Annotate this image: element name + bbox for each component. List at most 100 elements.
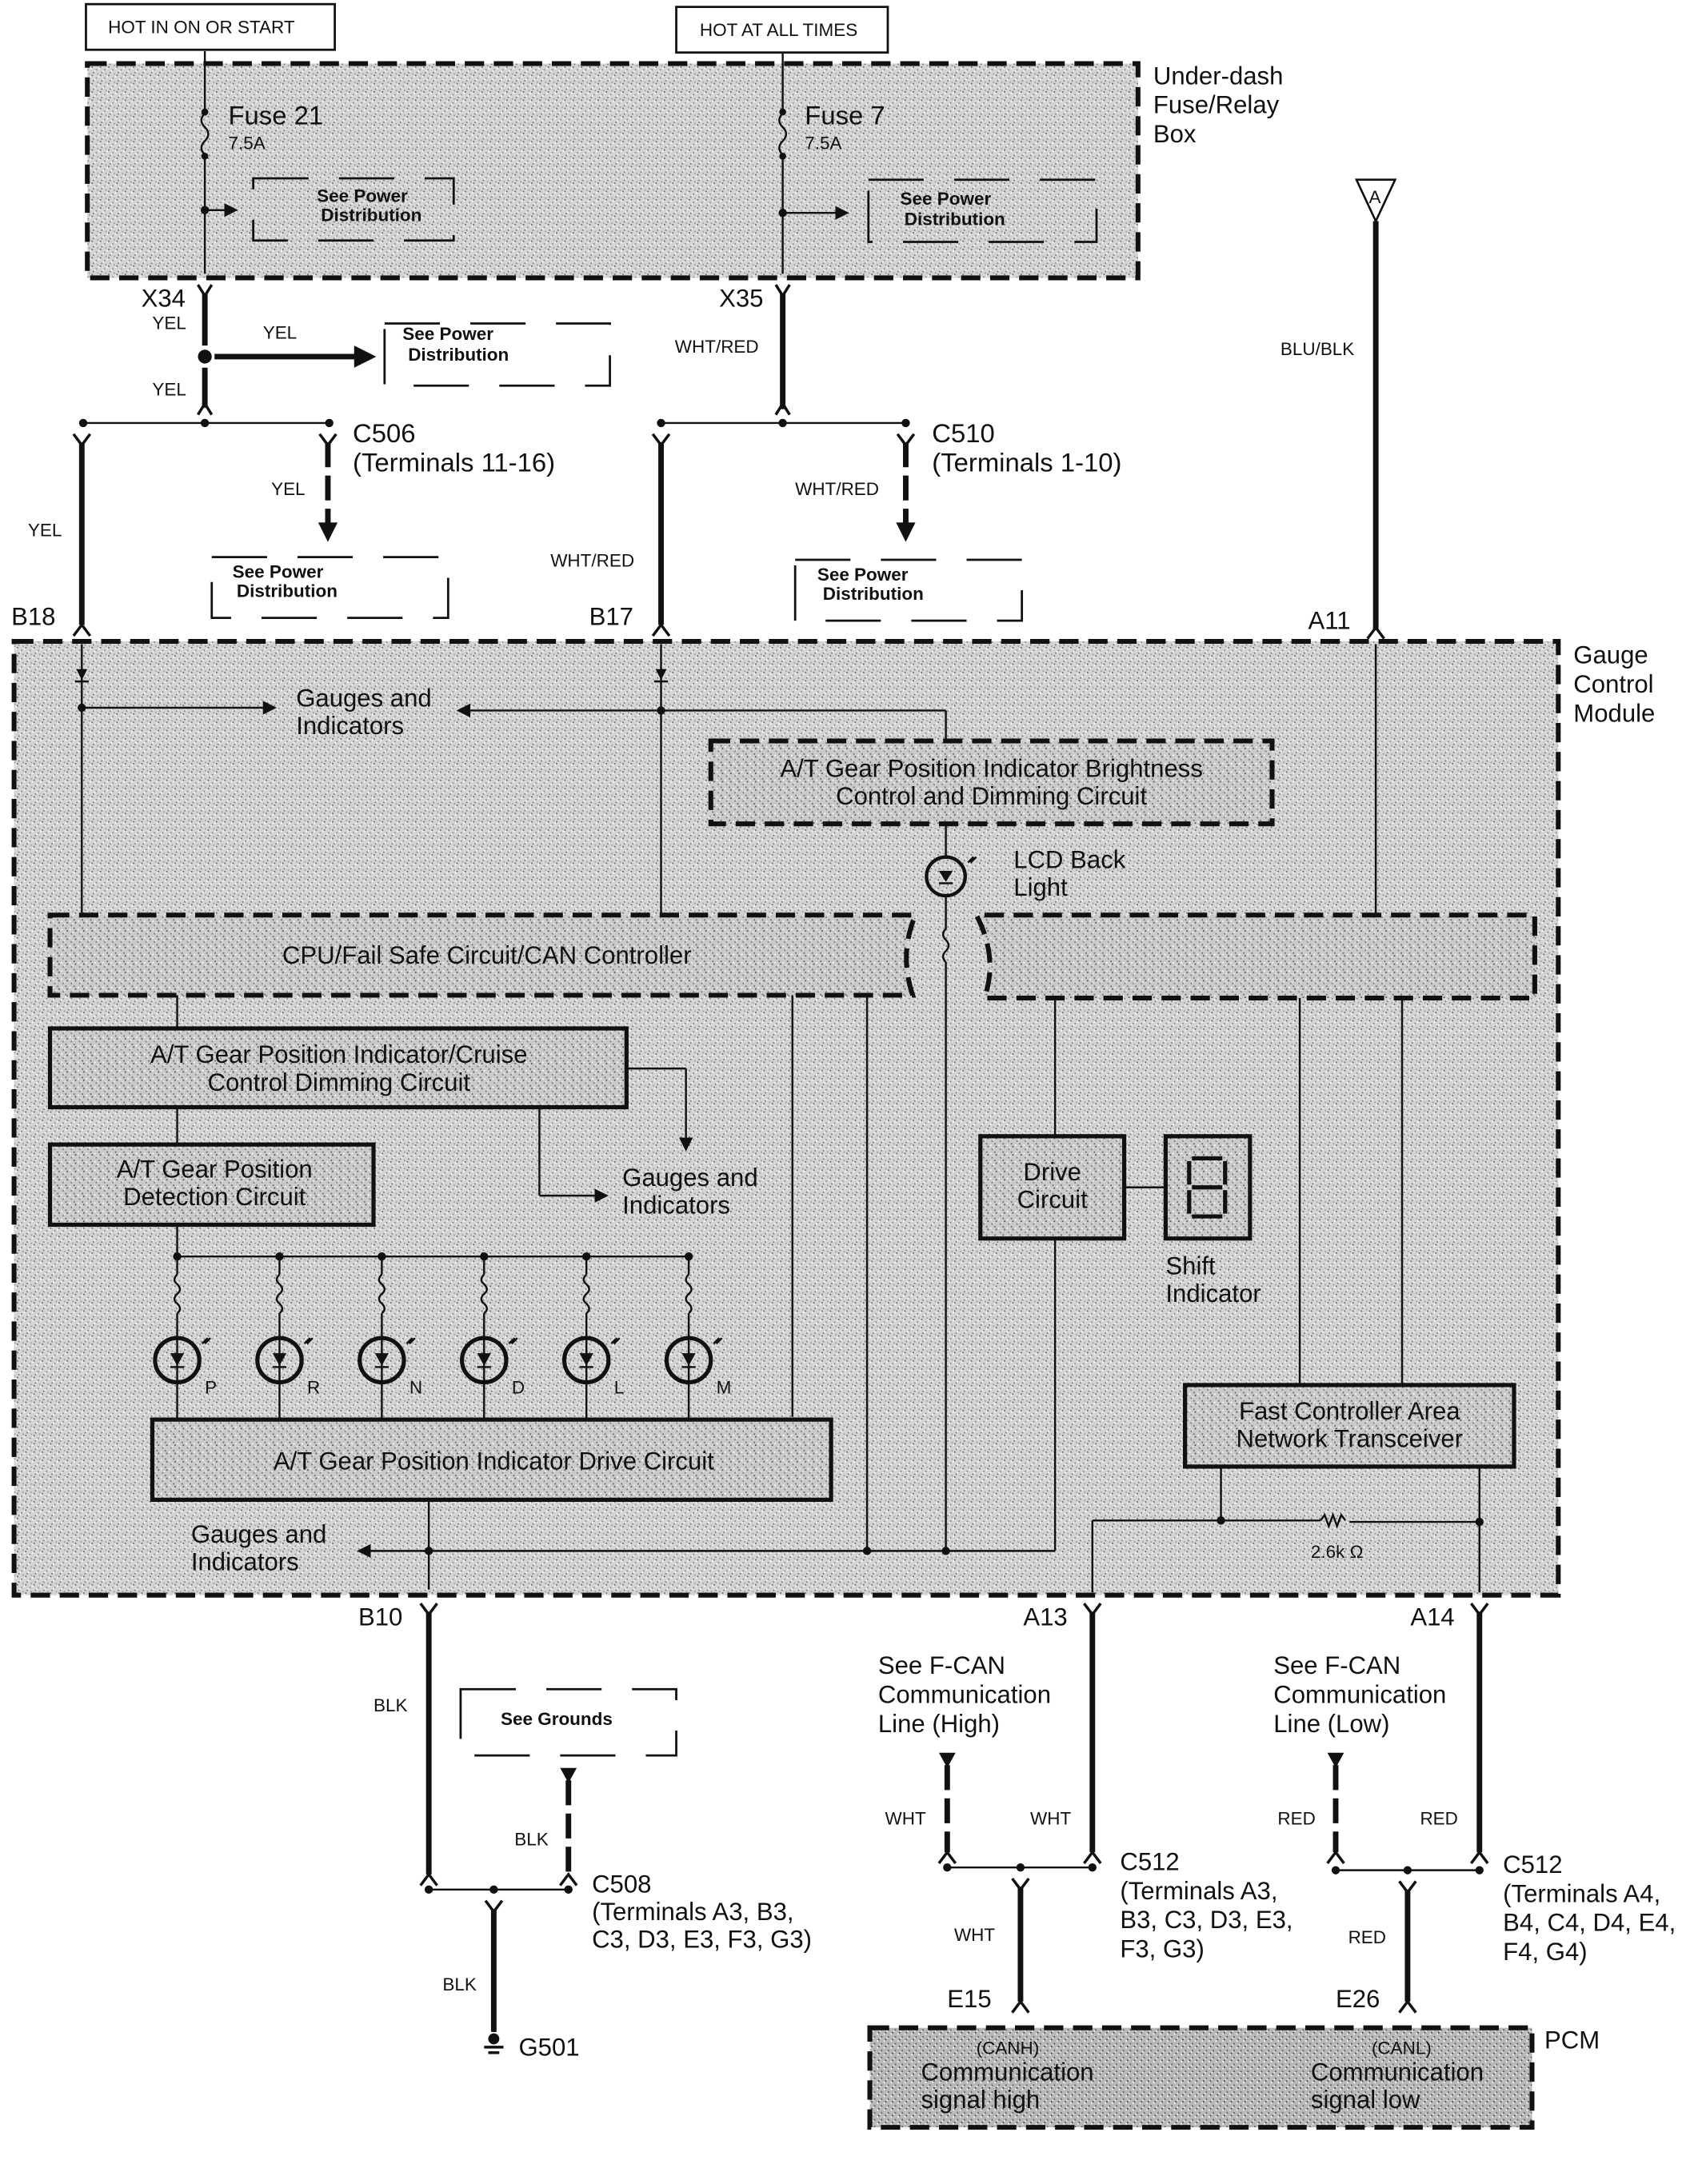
connector-male-icon [197, 401, 214, 416]
ref-label: Distribution [905, 210, 1005, 230]
module-name: Gauge [1573, 641, 1648, 669]
gear-letter: D [512, 1377, 525, 1397]
terminal-b18: B18 [11, 602, 92, 637]
off-page-connector-a[interactable]: A BLU/BLK [1280, 178, 1397, 629]
ref-label: Line (High) [878, 1710, 1000, 1738]
block-label: A/T Gear Position Indicator Brightness [780, 754, 1203, 782]
power-source-hot-at-all-times: HOT AT ALL TIMES [675, 6, 889, 54]
fuse-icon [200, 112, 210, 156]
connector-terminals: (Terminals A3, [1120, 1877, 1277, 1905]
arrow-icon [938, 1752, 956, 1768]
block-label: Drive [1023, 1158, 1081, 1186]
connector-male-icon [1326, 1850, 1345, 1865]
ref-label: See Power [233, 562, 324, 582]
wire-color-label: WHT [1030, 1809, 1071, 1829]
block-label: Control and Dimming Circuit [836, 782, 1147, 810]
arrow-icon [896, 522, 916, 542]
wire-color-label: YEL [152, 313, 186, 333]
connector-x35: X35 WHT/RED [675, 284, 791, 416]
power-source-hot-in-on-start: HOT IN ON OR START [85, 2, 336, 51]
connector-male-icon [558, 1871, 578, 1887]
wire-color-label: BLK [514, 1830, 548, 1850]
light-rays-icon [610, 1337, 621, 1344]
arrow-icon [318, 522, 338, 542]
connector-c510: C510 (Terminals 1-10) WHT/RED WHT/RED [550, 418, 1121, 625]
ref-label: See F-CAN [1273, 1651, 1400, 1679]
pcm-signal-label: Communication [921, 2058, 1093, 2086]
terminal-a13: A13 WHT [1023, 1603, 1102, 1865]
ref-label: See Power [901, 189, 992, 209]
ref-label: See F-CAN [878, 1651, 1005, 1679]
gear-letter: N [410, 1377, 422, 1397]
light-rays-icon [508, 1337, 518, 1344]
gauges-label: Gauges and [622, 1164, 758, 1192]
connector-label: C512 [1120, 1848, 1179, 1876]
light-rays-icon [967, 856, 977, 864]
see-fcan-low-ref[interactable]: See F-CAN Communication Line (Low) [1273, 1651, 1446, 1738]
gauges-label: Indicators [622, 1192, 730, 1220]
internal-wiring-middle [176, 995, 1404, 1551]
ref-label: See Power [317, 186, 408, 206]
block-label: A/T Gear Position Indicator Drive Circui… [274, 1447, 714, 1475]
wire-color-label: RED [1348, 1927, 1386, 1947]
resistor-value: 2.6k Ω [1311, 1542, 1364, 1562]
wire-color-label: BLK [442, 1974, 476, 1994]
gauges-indicators-label: Gauges and Indicators [296, 684, 432, 740]
connector-male-icon [72, 622, 92, 637]
ref-label: Distribution [237, 581, 338, 601]
arrow-icon [594, 1188, 609, 1203]
connector-male-icon [1398, 1998, 1417, 2014]
wire-color-label: YEL [28, 521, 62, 541]
connector-terminals: (Terminals 1-10) [932, 447, 1121, 477]
light-rays-icon [713, 1337, 723, 1344]
fuse-21: Fuse 21 7.5A [200, 50, 324, 274]
gear-led-p: P [153, 1252, 217, 1420]
gear-led-n: N [358, 1252, 422, 1420]
see-power-distribution-ref[interactable]: See Power Distribution [210, 556, 449, 620]
arrow-icon [456, 703, 470, 718]
ground-g501: G501 [484, 2033, 580, 2061]
fuse-name: Fuse 21 [229, 101, 324, 130]
terminal-label: A13 [1023, 1603, 1067, 1631]
pcm-module: PCM (CANH) Communication signal high (CA… [867, 2025, 1600, 2130]
fuse-rating: 7.5A [229, 134, 266, 154]
power-source-label: HOT IN ON OR START [108, 17, 295, 37]
arrow-icon [1327, 1752, 1344, 1768]
arrow-icon [678, 1137, 693, 1152]
wire-color-label: WHT/RED [795, 479, 879, 499]
see-grounds-ref[interactable]: See Grounds [459, 1687, 677, 1757]
see-power-distribution-ref[interactable]: See Power Distribution [383, 322, 611, 387]
see-power-distribution-ref[interactable]: See Power Distribution [252, 177, 455, 242]
ref-label: Communication [878, 1680, 1051, 1708]
fuse-7: Fuse 7 7.5A [778, 52, 885, 274]
see-power-distribution-ref[interactable]: See Power Distribution [867, 178, 1098, 243]
connector-male-icon [1470, 1850, 1489, 1865]
arrow-icon [357, 1543, 371, 1558]
connector-male-icon [1366, 625, 1385, 640]
shift-indicator: Shift Indicator [1163, 1134, 1261, 1308]
see-power-distribution-ref[interactable]: See Power Distribution [793, 558, 1024, 622]
wire-color-label: WHT [885, 1809, 926, 1829]
ground-icon [488, 2033, 500, 2045]
fuse-box-name: Box [1153, 120, 1197, 148]
connector-male-icon [1011, 1998, 1030, 2014]
ref-label: Distribution [408, 345, 509, 365]
drive-circuit: Drive Circuit [978, 1134, 1166, 1241]
cpu-fail-safe-can-controller: CPU/Fail Safe Circuit/CAN Controller [47, 912, 1537, 1000]
pcm-signal-label: signal high [921, 2086, 1040, 2114]
ground-label: G501 [518, 2033, 579, 2061]
connector-male-icon [1083, 1850, 1102, 1865]
see-fcan-high-ref[interactable]: See F-CAN Communication Line (High) [878, 1651, 1051, 1738]
block-label: Circuit [1017, 1186, 1089, 1214]
fast-can-transceiver: Fast Controller Area Network Transceiver… [1091, 1383, 1516, 1593]
connector-c508: BLK C508 (Terminals A3, B3, C3, D3, E3, … [424, 1767, 812, 2032]
fuse-rating: 7.5A [805, 134, 841, 154]
gear-position-detection-circuit: A/T Gear Position Detection Circuit [47, 1142, 689, 1258]
connector-c512-low: RED C512 (Terminals A4, B4, C4, D4, E4, … [1277, 1752, 1676, 2014]
marker-letter: A [1369, 187, 1381, 207]
connector-terminals: F3, G3) [1120, 1935, 1204, 1963]
resistor-icon [275, 1273, 284, 1315]
diode-icon [76, 669, 88, 681]
